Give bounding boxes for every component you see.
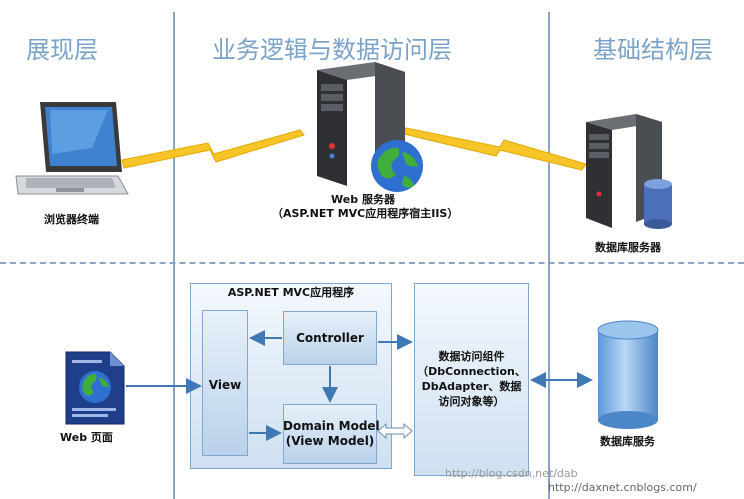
data-access-box xyxy=(414,283,529,476)
database-server-icon xyxy=(586,114,672,229)
tier-title-presentation: 展现层 xyxy=(26,36,98,64)
lightning-link-left xyxy=(121,129,305,169)
arrow-model-data-access xyxy=(377,422,413,440)
domain-model-label: Domain Model xyxy=(283,419,380,433)
database-server-label: 数据库服务器 xyxy=(595,241,661,254)
laptop-icon xyxy=(15,102,129,195)
browser-label: 浏览器终端 xyxy=(44,213,99,226)
web-page-label: Web 页面 xyxy=(60,431,113,444)
watermark-cnblogs: http://daxnet.cnblogs.com/ xyxy=(548,481,697,494)
tier-separator-right xyxy=(548,12,550,499)
tier-separator-left xyxy=(173,12,175,499)
domain-model-box xyxy=(283,404,377,464)
database-service-label: 数据库服务 xyxy=(600,435,655,448)
web-page-icon xyxy=(65,351,125,425)
data-access-line-2: （DbConnection、 xyxy=(417,365,526,378)
data-access-title: 数据访问组件 xyxy=(438,350,505,363)
row-separator xyxy=(0,262,744,264)
view-box xyxy=(202,310,248,456)
view-model-label: (View Model) xyxy=(285,434,375,448)
mvc-application-title: ASP.NET MVC应用程序 xyxy=(227,286,355,299)
tier-title-infrastructure: 基础结构层 xyxy=(593,36,713,64)
data-access-line-3: DbAdapter、数据 xyxy=(421,380,522,393)
data-access-line-4: 访问对象等） xyxy=(438,395,505,408)
lightning-link-right xyxy=(403,127,587,171)
globe-icon xyxy=(371,140,423,192)
controller-box xyxy=(283,311,377,365)
watermark-csdn: http://blog.csdn.net/dab xyxy=(445,467,578,480)
tier-title-business: 业务逻辑与数据访问层 xyxy=(212,36,452,64)
database-icon xyxy=(597,320,659,429)
view-label: View xyxy=(208,378,242,392)
controller-label: Controller xyxy=(296,331,364,345)
web-server-label: Web 服务器 xyxy=(331,193,395,206)
web-server-label-detail: （ASP.NET MVC应用程序宿主IIS） xyxy=(272,207,459,220)
